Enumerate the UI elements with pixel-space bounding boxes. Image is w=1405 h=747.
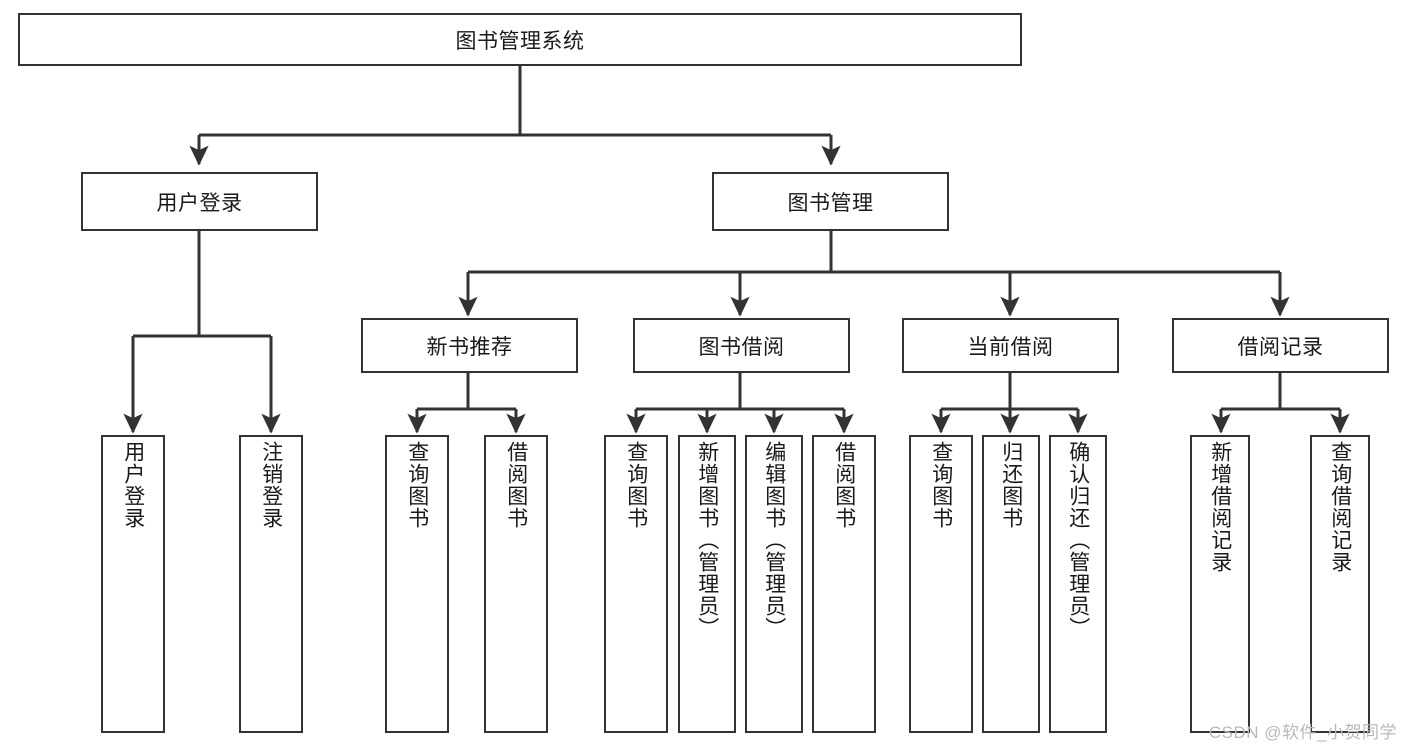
node-leaf-borrow-book-1-label: 借阅图书 [504,441,528,529]
node-book-manage-label: 图书管理 [787,191,874,215]
node-leaf-user-login[interactable]: 用户登录 [101,435,165,733]
node-leaf-return-book-label: 归还图书 [999,441,1023,529]
node-leaf-query-book-2-label: 查询图书 [624,441,648,529]
node-current-borrow[interactable]: 当前借阅 [902,318,1119,373]
node-leaf-user-login-label: 用户登录 [121,441,145,529]
node-leaf-add-book[interactable]: 新增图书（管理员） [678,435,736,733]
node-leaf-return-book[interactable]: 归还图书 [982,435,1040,733]
node-leaf-borrow-book-2-label: 借阅图书 [832,441,856,529]
node-book-manage[interactable]: 图书管理 [712,172,949,231]
node-borrow-record-label: 借阅记录 [1237,335,1324,359]
node-leaf-logout-login-label: 注销登录 [259,441,283,529]
node-root[interactable]: 图书管理系统 [18,13,1022,66]
node-leaf-query-record-label: 查询借阅记录 [1328,441,1352,573]
node-borrow-record[interactable]: 借阅记录 [1172,318,1389,373]
node-current-borrow-label: 当前借阅 [967,335,1054,359]
node-leaf-add-record-label: 新增借阅记录 [1208,441,1232,573]
node-leaf-query-record[interactable]: 查询借阅记录 [1310,435,1370,733]
node-user-login[interactable]: 用户登录 [81,172,318,231]
node-leaf-edit-book-label: 编辑图书（管理员） [762,441,786,639]
node-leaf-query-book-2[interactable]: 查询图书 [604,435,668,733]
node-leaf-confirm-return-label: 确认归还（管理员） [1066,441,1090,639]
node-leaf-borrow-book-1[interactable]: 借阅图书 [484,435,548,733]
node-leaf-query-book-3[interactable]: 查询图书 [909,435,973,733]
node-user-login-label: 用户登录 [156,191,243,215]
watermark: CSDN @软件_小贺同学 [1208,723,1397,742]
node-leaf-query-book-3-label: 查询图书 [929,441,953,529]
node-leaf-logout-login[interactable]: 注销登录 [239,435,303,733]
node-book-borrow[interactable]: 图书借阅 [633,318,850,373]
node-leaf-confirm-return[interactable]: 确认归还（管理员） [1049,435,1107,733]
node-leaf-query-book-1-label: 查询图书 [405,441,429,529]
node-book-borrow-label: 图书借阅 [698,335,785,359]
node-leaf-add-book-label: 新增图书（管理员） [695,441,719,639]
node-leaf-borrow-book-2[interactable]: 借阅图书 [812,435,876,733]
node-root-label: 图书管理系统 [455,29,585,53]
node-leaf-query-book-1[interactable]: 查询图书 [385,435,449,733]
node-new-book-recommend-label: 新书推荐 [426,335,513,359]
node-new-book-recommend[interactable]: 新书推荐 [361,318,578,373]
node-leaf-edit-book[interactable]: 编辑图书（管理员） [745,435,803,733]
node-leaf-add-record[interactable]: 新增借阅记录 [1190,435,1250,733]
